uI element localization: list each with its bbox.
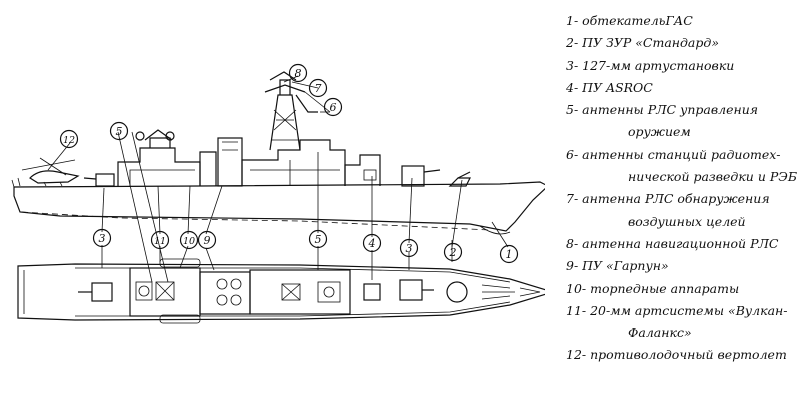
funnel-plan — [199, 271, 251, 315]
legend-item-7-cont: воздушных целей — [628, 213, 746, 229]
leader-lines — [47, 75, 509, 283]
svg-text:4: 4 — [368, 237, 376, 250]
sonar-dome — [479, 225, 511, 235]
callout-3-aft: 3 — [92, 228, 112, 248]
svg-text:6: 6 — [330, 101, 337, 114]
legend-item-6: 6- антенны станций радиотех- — [566, 146, 781, 162]
main-mast — [264, 71, 318, 151]
ship-plan-view — [17, 258, 545, 324]
callout-9: 9 — [197, 230, 217, 250]
legend-item-7: 7- антенна РЛС обнаружения — [566, 191, 770, 207]
callout-12: 12 — [59, 129, 79, 149]
svg-text:2: 2 — [449, 246, 457, 259]
aft-gun-mount — [83, 173, 115, 187]
hull-plan — [17, 263, 545, 321]
legend-item-4: 4- ПУ ASROC — [566, 79, 653, 95]
funnel — [199, 137, 243, 187]
midship-plan — [249, 269, 351, 315]
legend-item-2: 2- ПУ ЗУР «Стандард» — [566, 35, 719, 51]
midship-block — [241, 139, 346, 186]
hull-side — [13, 181, 545, 232]
forward-launcher-plan — [446, 281, 468, 303]
forward-launcher — [448, 171, 471, 187]
svg-text:5: 5 — [315, 233, 322, 246]
legend-item-3: 3- 127-мм артустановки — [566, 57, 735, 73]
svg-text:7: 7 — [315, 82, 322, 95]
svg-text:10: 10 — [183, 236, 195, 247]
legend-item-8: 8- антенна навигационной РЛС — [566, 235, 779, 251]
forward-gun-mount — [401, 165, 441, 187]
forward-superstructure — [344, 154, 381, 186]
callout-4: 4 — [362, 233, 382, 253]
harpoon-plan — [216, 278, 242, 306]
waterline — [21, 211, 491, 231]
callout-11: 11 — [150, 230, 170, 250]
aft-radar-mast — [135, 129, 175, 148]
svg-text:12: 12 — [63, 135, 75, 146]
ship-drawing: 1 2 3 3 4 5 5 6 7 8 9 10 — [11, 63, 545, 324]
legend-item-6-cont: нической разведки и РЭБ — [628, 169, 798, 185]
forward-gun-plan — [399, 279, 423, 301]
legend-item-1: 1- обтекательГАС — [566, 13, 693, 28]
callout-5-aft: 5 — [109, 121, 129, 141]
legend-list: 1- обтекательГАС 2- ПУ ЗУР «Стандард» 3- 1… — [566, 10, 798, 367]
svg-text:1: 1 — [506, 248, 513, 261]
svg-text:8: 8 — [295, 67, 302, 80]
legend-item-5-cont: оружием — [628, 124, 691, 140]
legend-item-5: 5- антенны РЛС управления — [566, 102, 759, 118]
legend-item-12: 12- противолодочный вертолет — [566, 347, 787, 363]
callout-2: 2 — [443, 242, 463, 262]
hangar-block — [117, 147, 201, 186]
aft-gun-plan — [78, 282, 113, 302]
legend-item-10: 10- торпедные аппараты — [566, 280, 740, 296]
legend-item-11-cont: Фаланкс» — [628, 325, 692, 341]
hangar-plan — [129, 267, 201, 317]
legend-item-11: 11- 20-мм артсистемы «Вулкан- — [566, 302, 788, 318]
svg-text:3: 3 — [99, 232, 106, 245]
callout-8: 8 — [288, 63, 308, 83]
callout-5-mid: 5 — [308, 229, 328, 249]
svg-text:3: 3 — [406, 242, 413, 255]
callout-3-fore: 3 — [399, 238, 419, 258]
svg-text:11: 11 — [154, 236, 166, 247]
svg-text:9: 9 — [204, 234, 211, 247]
helicopter — [21, 157, 80, 187]
callout-1: 1 — [499, 244, 519, 264]
callout-7: 7 — [308, 78, 328, 98]
callout-10: 10 — [179, 230, 199, 250]
stern-rail — [11, 177, 21, 188]
legend-item-9: 9- ПУ «Гарпун» — [566, 258, 669, 274]
svg-text:5: 5 — [116, 125, 123, 138]
asroc-plan — [363, 283, 381, 301]
callout-6: 6 — [323, 97, 343, 117]
ship-side-profile — [11, 71, 545, 235]
